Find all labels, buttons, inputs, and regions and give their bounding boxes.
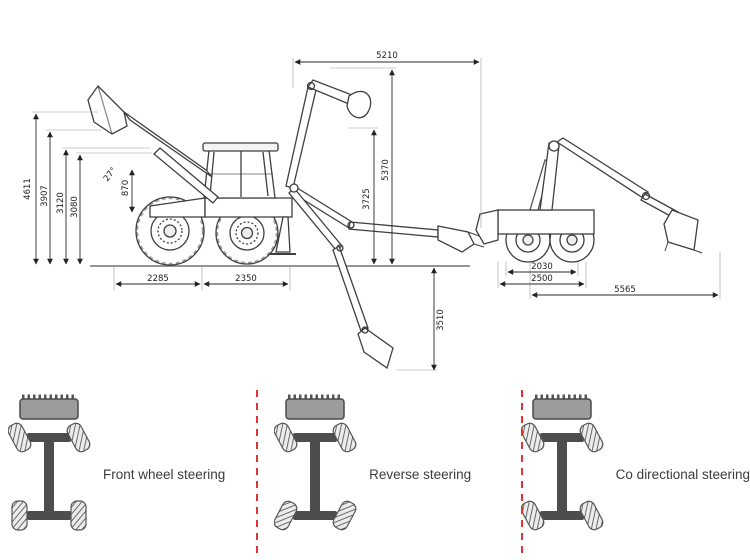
wheel	[66, 422, 91, 453]
dim-dig-depth: 3510	[436, 309, 446, 331]
wheel	[274, 422, 298, 453]
steering-label-front-wheel: Front wheel steering	[103, 466, 226, 482]
dim-max-height: 5370	[381, 159, 391, 181]
bucket-top-view	[19, 398, 79, 420]
dim-front-length: 2285	[147, 274, 169, 284]
dim-bucket-angle: 27°	[102, 166, 119, 184]
dim-track-width: 2030	[531, 262, 553, 272]
bucket-top-view	[285, 398, 345, 420]
dim-overall-width: 2500	[531, 274, 553, 284]
dim-cab-height: 3080	[70, 196, 80, 218]
steering-diagram-co-directional	[520, 394, 604, 531]
backhoe-arm-transport	[555, 137, 649, 199]
backhoe-boom-up	[285, 86, 317, 189]
bucket-top-view	[531, 398, 592, 420]
wheel	[332, 500, 357, 531]
dim-overall-height: 4611	[23, 178, 33, 200]
technical-drawing: 4611 3907 3120 3080 870 27° 2285 2350 52…	[23, 51, 721, 371]
dim-boom-height: 3907	[40, 185, 50, 207]
wheel	[274, 500, 298, 531]
loader-arm	[123, 111, 213, 178]
chassis-spine	[310, 433, 321, 520]
wheel	[332, 422, 357, 453]
dimension-lines: 4611 3907 3120 3080 870 27° 2285 2350 52…	[23, 51, 721, 371]
dim-wheelbase: 2350	[235, 274, 257, 284]
steering-modes-row: Front wheel steering Reverse steering	[0, 388, 750, 560]
steering-diagram-front-wheel	[8, 394, 91, 531]
steering-mode-front-wheel: Front wheel steering	[0, 388, 244, 560]
steering-mode-reverse: Reverse steering	[244, 388, 499, 560]
dim-height-3120: 3120	[56, 192, 66, 214]
steering-label-co-directional: Co directional steering	[615, 466, 750, 482]
loader-side-view	[87, 79, 485, 370]
front-bucket-transport	[475, 209, 499, 245]
wheel	[70, 500, 87, 531]
chassis-spine	[556, 433, 567, 520]
wheel	[579, 500, 604, 531]
steering-diagram-reverse	[274, 394, 357, 531]
dim-870: 870	[121, 180, 131, 196]
loader-transport-view	[475, 137, 703, 263]
steering-label-reverse: Reverse steering	[369, 466, 472, 482]
wheel	[520, 422, 545, 453]
wheel	[11, 500, 28, 531]
chassis-spine	[44, 433, 54, 520]
dim-loading-height: 3725	[362, 188, 372, 210]
red-dashed-divider	[521, 390, 523, 556]
dim-overall-length: 5565	[614, 285, 636, 295]
rear-bucket-transport	[663, 209, 699, 251]
wheel	[8, 422, 32, 453]
red-dashed-divider	[256, 390, 258, 556]
wheel	[520, 500, 545, 531]
loader-bucket	[87, 84, 128, 135]
dim-max-reach: 5210	[376, 51, 398, 61]
wheel	[579, 422, 604, 453]
steering-mode-co-directional: Co directional steering	[499, 388, 750, 560]
